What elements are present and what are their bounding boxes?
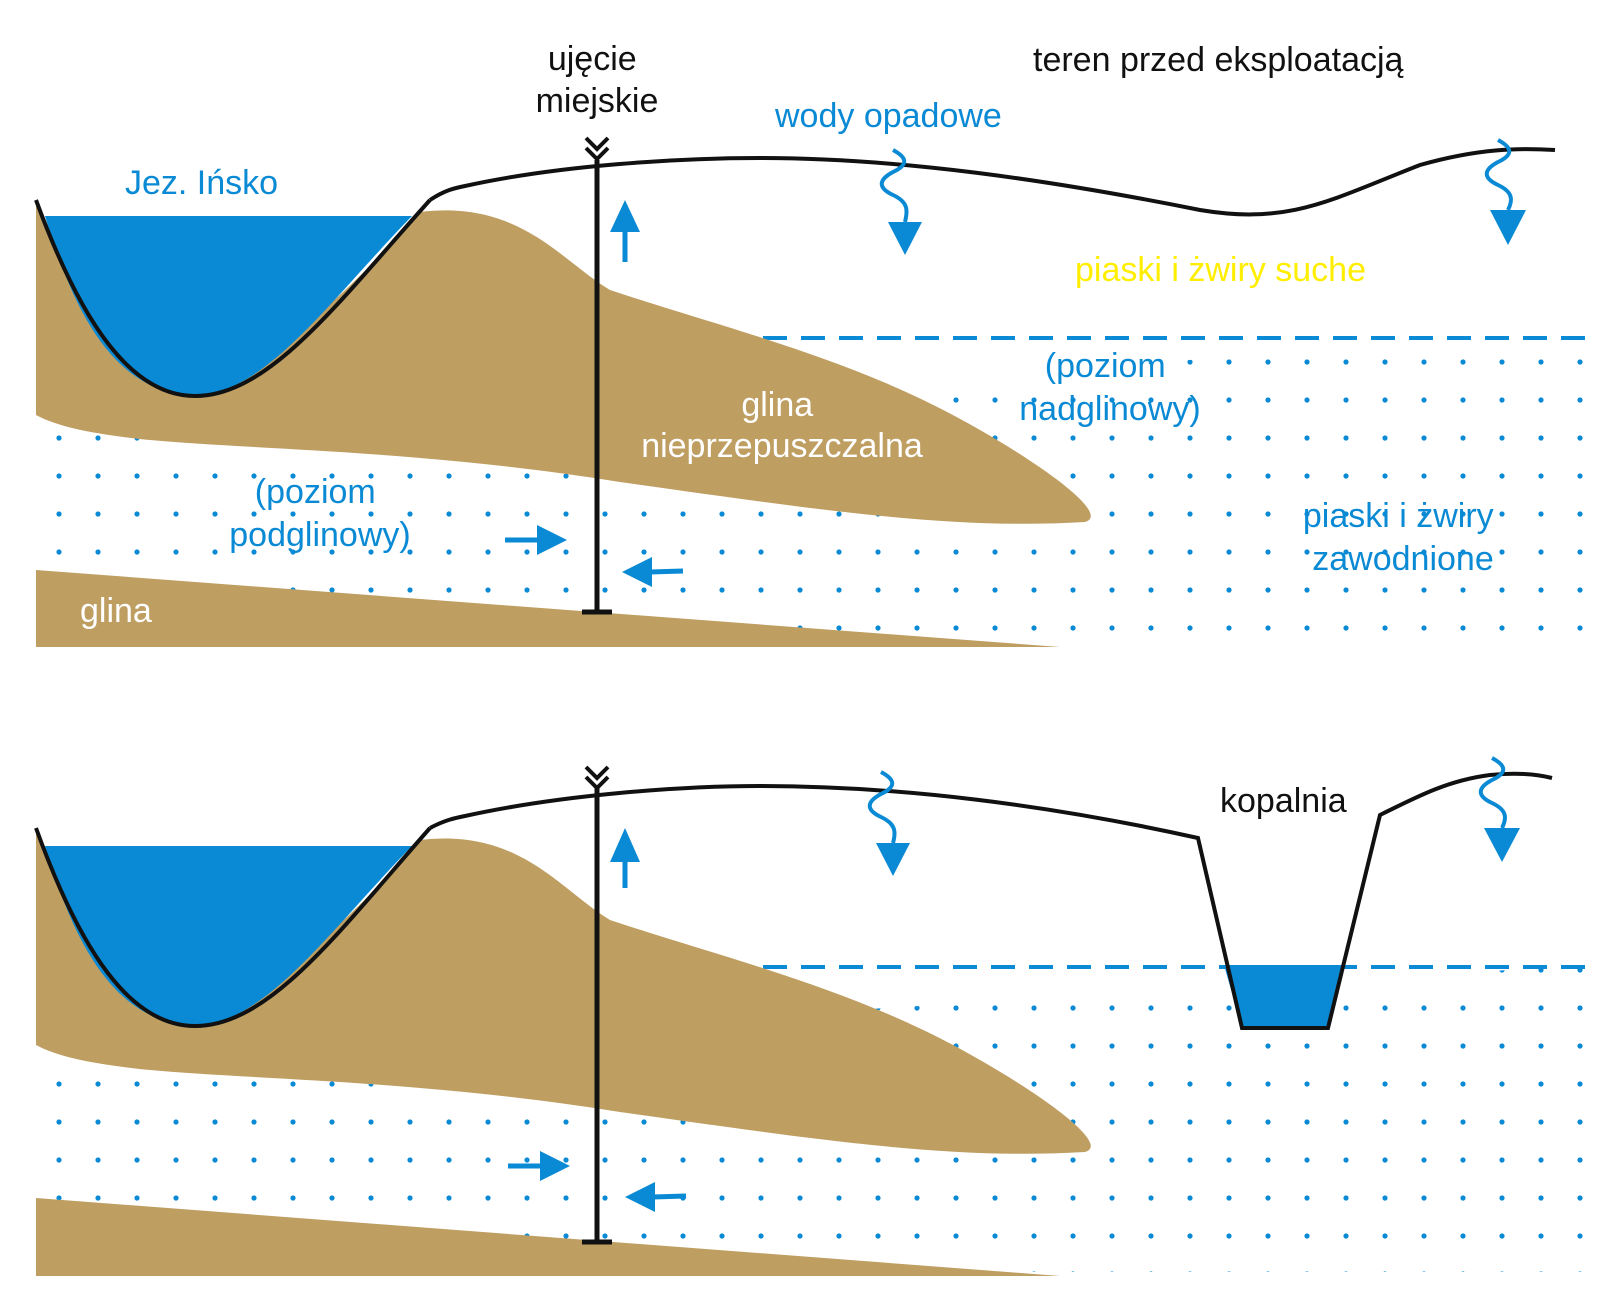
bottom-clay-label: glina <box>80 592 152 630</box>
well-head-icon <box>584 136 610 162</box>
rain-infiltration-icon <box>1478 756 1520 862</box>
upper-aquifer-line-1: (poziom <box>1045 347 1166 385</box>
mine-pit-water <box>1224 965 1342 1028</box>
bottom-clay-layer <box>36 570 1060 647</box>
impermeable-clay-line-1: glina <box>741 386 813 424</box>
flow-arrow-icon <box>625 1182 687 1212</box>
rain-label: wody opadowe <box>774 97 1002 135</box>
lake-water <box>36 216 412 395</box>
wet-sands-line-1: piaski i żwiry <box>1303 497 1494 535</box>
lake-basin-outline <box>34 826 432 1029</box>
impermeable-clay-label: glina nieprzepuszczalna <box>641 386 923 465</box>
dry-sands-label: piaski i żwiry suche <box>1075 251 1366 289</box>
upper-aquifer-line-2: nadglinowy) <box>1019 390 1200 428</box>
upper-aquifer-label: (poziom nadglinowy) <box>1019 347 1200 428</box>
rain-infiltration-icon <box>1484 138 1526 245</box>
lower-aquifer-label: (poziom podglinowy) <box>229 473 410 554</box>
lake-label: Jez. Ińsko <box>125 164 278 202</box>
rain-infiltration-icon <box>879 148 922 255</box>
wet-sands-line-2: zawodnione <box>1312 540 1493 578</box>
impermeable-clay-layer <box>36 200 1091 524</box>
mine-label: kopalnia <box>1220 782 1347 820</box>
lower-aquifer-line-2: podglinowy) <box>229 516 410 554</box>
lake-basin-outline <box>34 198 432 399</box>
city-well <box>582 136 612 615</box>
well-head-icon <box>584 765 610 791</box>
impermeable-clay-line-2: nieprzepuszczalna <box>641 427 923 465</box>
panel-with-mine: kopalnia <box>34 756 1590 1276</box>
rain-infiltration-icon <box>867 770 910 876</box>
flow-arrow-icon <box>610 828 640 888</box>
lower-aquifer-line-1: (poziom <box>255 473 376 511</box>
lake-water <box>36 846 412 1025</box>
terrain-surface <box>428 147 1556 217</box>
impermeable-clay-layer <box>36 828 1091 1154</box>
panel-before-exploitation: ujęcie miejskie teren przed eksploatacją… <box>34 40 1590 647</box>
well-label-line-2: miejskie <box>536 82 659 120</box>
terrain-label: teren przed eksploatacją <box>1033 41 1404 79</box>
terrain-surface-with-mine <box>429 771 1553 1030</box>
wet-sands-label: piaski i żwiry zawodnione <box>1303 497 1503 578</box>
bottom-clay-layer <box>36 1198 1060 1276</box>
flow-arrow-icon <box>622 557 684 587</box>
well-label-line-1: ujęcie <box>548 40 637 78</box>
flow-arrow-icon <box>508 1151 570 1181</box>
well-label: ujęcie miejskie <box>536 40 659 120</box>
city-well <box>582 765 612 1245</box>
flow-arrow-icon <box>610 200 640 262</box>
flow-arrow-icon <box>505 525 567 555</box>
